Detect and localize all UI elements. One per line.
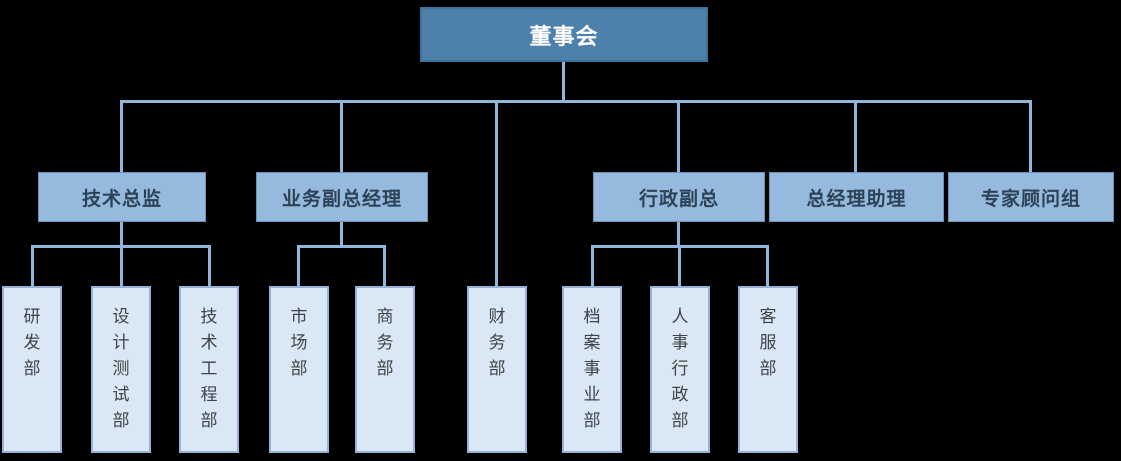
org-node-business-deputy-gm[interactable]: 业务副总经理 [256,172,428,222]
org-node-marketing-dept[interactable]: 市场部 [269,286,329,453]
connector-tech-child3 [208,245,211,286]
org-node-customer-service-dept[interactable]: 客服部 [738,286,798,453]
org-node-label: 财务部 [488,307,506,379]
connector-board-stem [562,62,565,101]
org-node-board[interactable]: 董事会 [420,7,708,62]
org-node-finance-dept[interactable]: 财务部 [467,286,527,453]
org-node-label: 总经理助理 [806,187,907,210]
org-node-gm-assistant[interactable]: 总经理助理 [769,172,944,222]
org-node-label: 设计测试部 [112,307,130,431]
connector-tech-child2 [120,245,123,286]
org-node-archives-dept[interactable]: 档案事业部 [562,286,622,453]
org-node-label: 人事行政部 [671,307,689,431]
connector-drop-expert [1029,100,1032,173]
connector-admin-child2 [678,245,681,286]
connector-biz-child1 [297,245,300,286]
org-node-rnd-dept[interactable]: 研发部 [2,286,62,453]
org-node-label: 业务副总经理 [281,187,402,210]
org-node-label: 董事会 [529,24,599,50]
org-node-label: 技术总监 [81,187,162,210]
org-node-label: 技术工程部 [200,307,218,431]
org-node-expert-advisors[interactable]: 专家顾问组 [948,172,1114,222]
connector-tech-child1 [31,245,34,286]
connector-tech-stem [120,222,123,246]
connector-biz-child2 [383,245,386,286]
connector-drop-tech [120,100,123,173]
connector-trunk [120,100,1032,103]
connector-drop-assist [854,100,857,173]
connector-biz-bar [297,245,386,248]
connector-drop-biz [340,100,343,173]
org-node-label: 研发部 [23,307,41,379]
org-node-label: 专家顾问组 [980,187,1081,210]
connector-drop-admin [677,100,680,173]
org-node-design-test-dept[interactable]: 设计测试部 [91,286,151,453]
connector-admin-stem [677,222,680,246]
org-node-label: 市场部 [290,307,308,379]
connector-biz-stem [340,222,343,246]
org-node-label: 商务部 [376,307,394,379]
org-node-label: 客服部 [759,307,777,379]
org-node-commerce-dept[interactable]: 商务部 [355,286,415,453]
org-node-tech-engineering-dept[interactable]: 技术工程部 [179,286,239,453]
org-node-tech-director[interactable]: 技术总监 [38,172,206,222]
connector-admin-child1 [591,245,594,286]
connector-admin-child3 [766,245,769,286]
org-node-label: 行政副总 [638,187,719,210]
org-node-admin-deputy[interactable]: 行政副总 [593,172,765,222]
org-node-hr-admin-dept[interactable]: 人事行政部 [650,286,710,453]
org-node-label: 档案事业部 [583,307,601,431]
connector-drop-finance [495,100,498,287]
